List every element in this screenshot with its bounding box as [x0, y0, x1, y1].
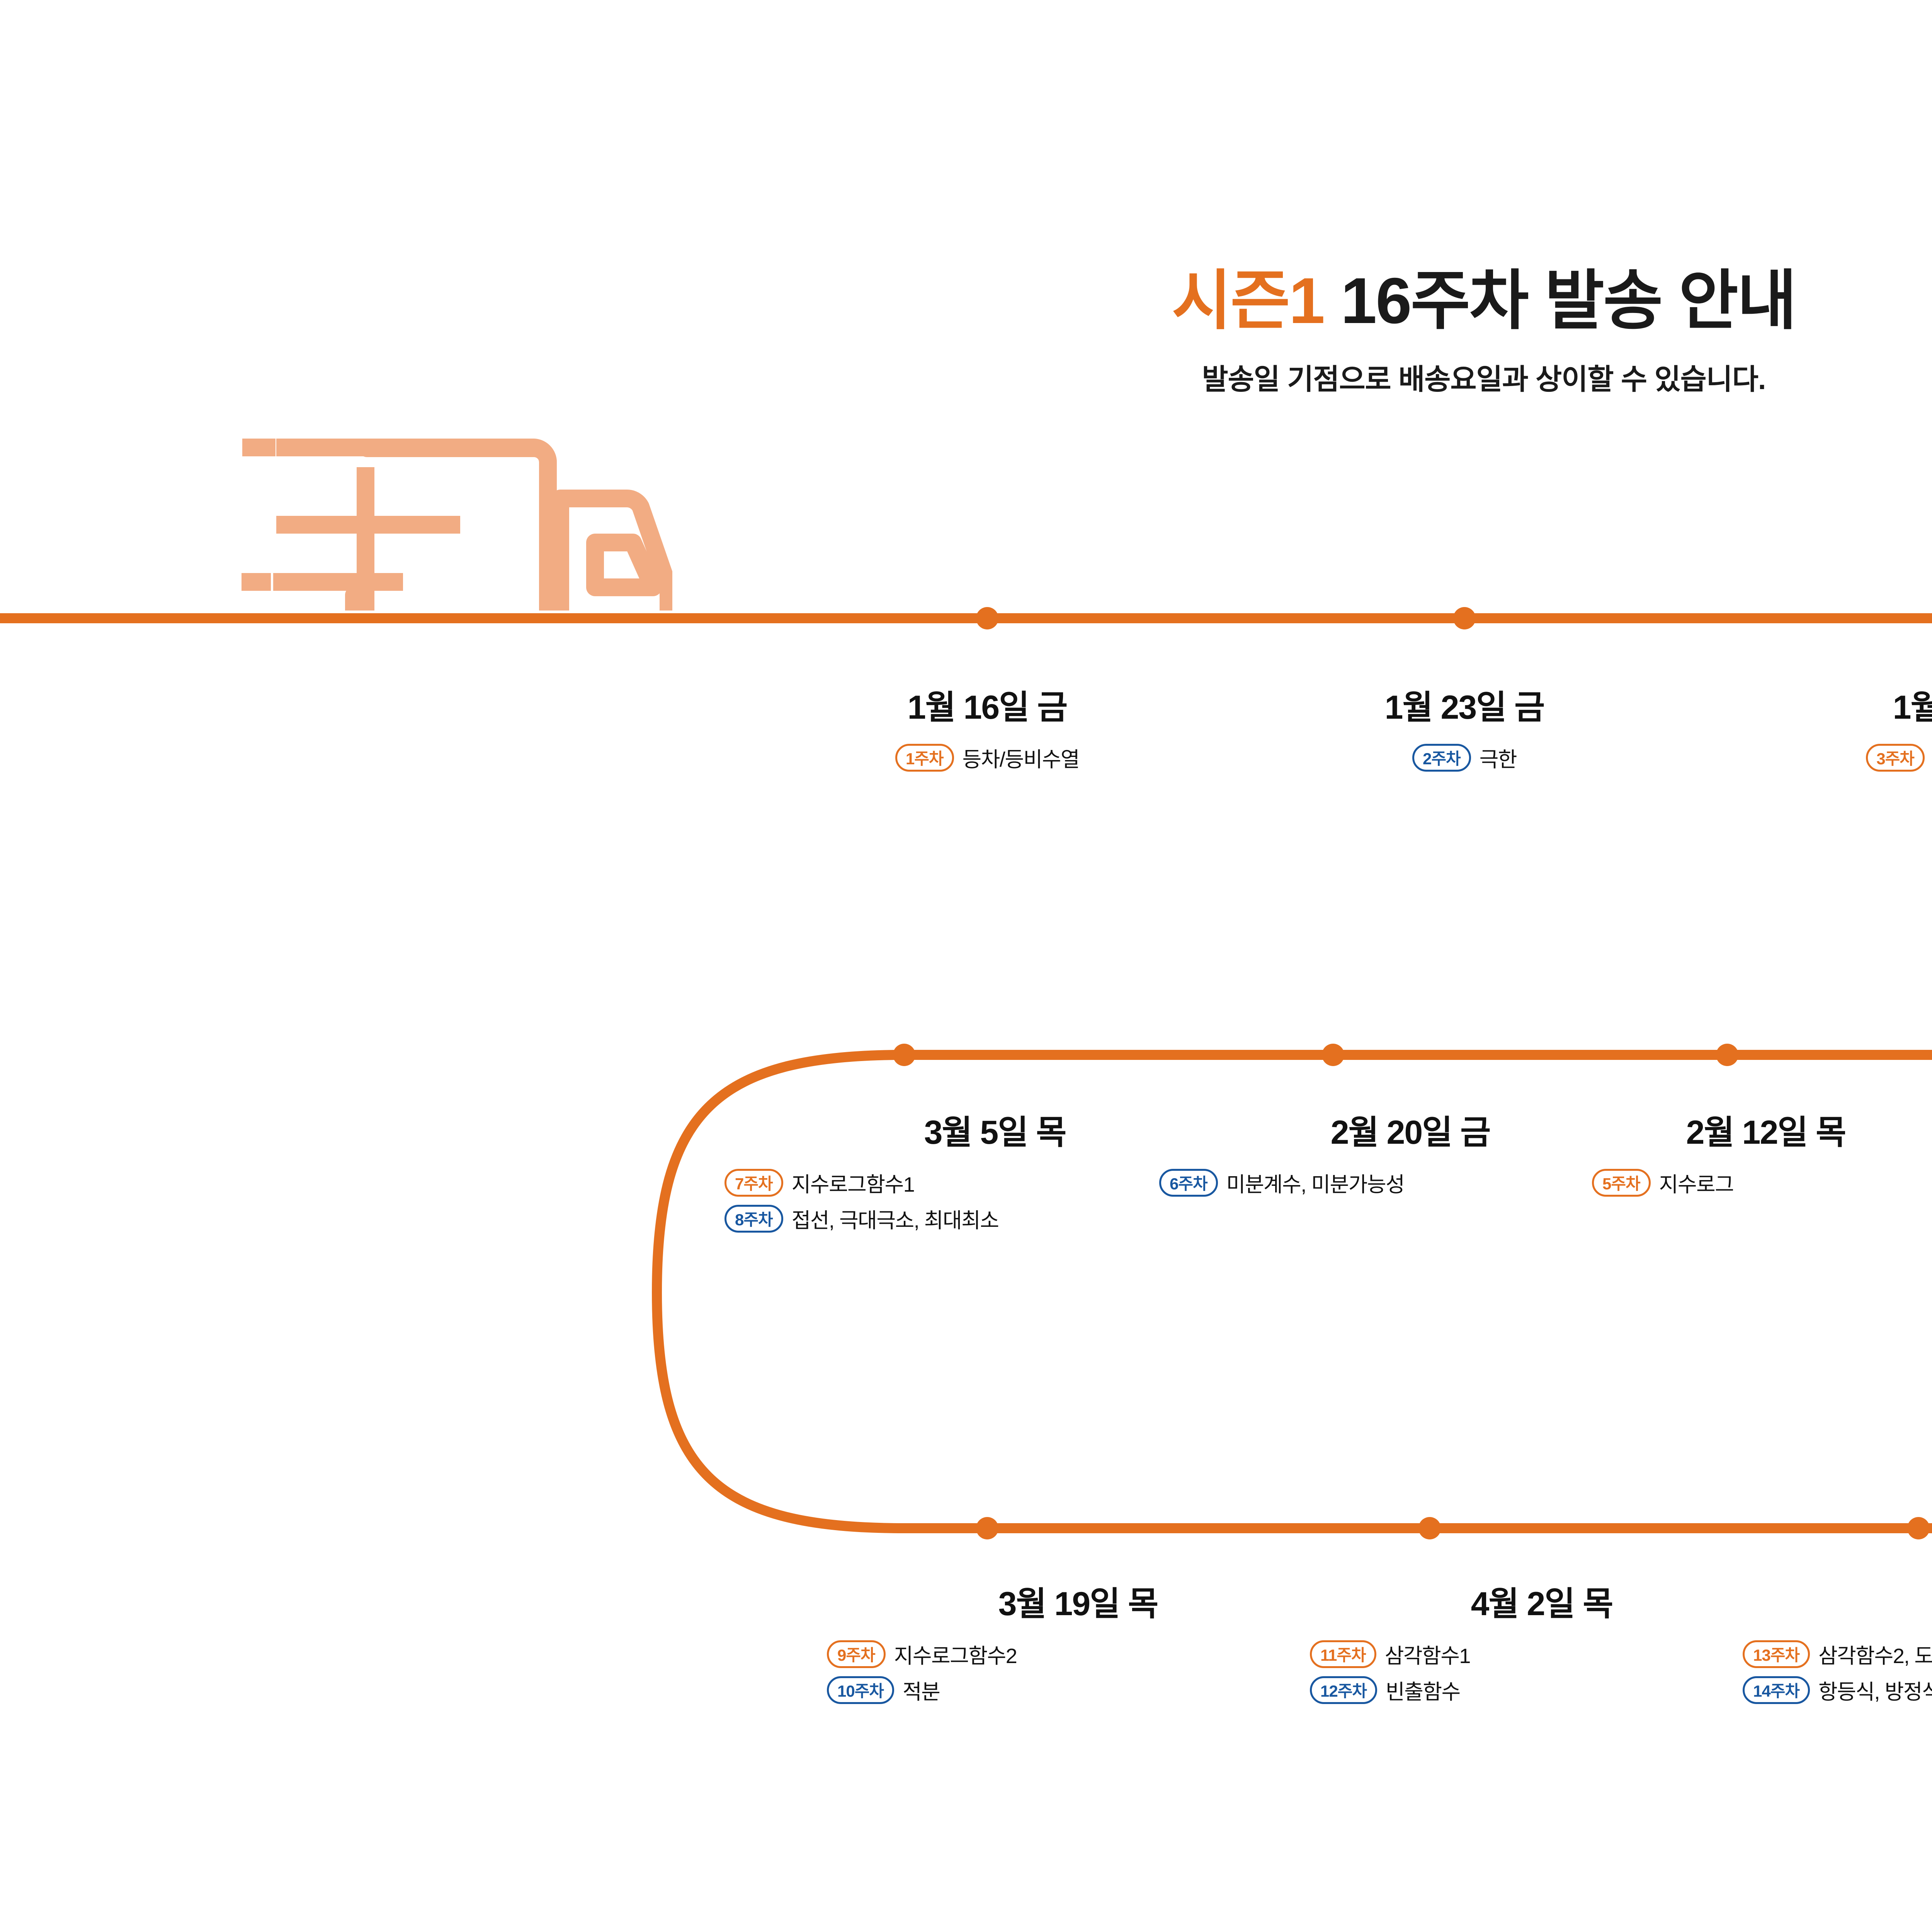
week-badge: 9주차 — [827, 1640, 886, 1668]
timeline-dot — [1322, 1044, 1344, 1066]
stop-item[interactable]: 3주차 점화식, 수열의 합 — [1866, 742, 1932, 773]
week-badge: 7주차 — [724, 1168, 783, 1197]
timeline-dot — [1418, 1517, 1441, 1539]
stop-item[interactable]: 2주차 극한 — [1412, 742, 1517, 773]
page-subtitle: 발송일 기점으로 배송요일과 상이할 수 있습니다. — [1202, 363, 1766, 396]
stop-items: 2주차 극한 — [1175, 742, 1754, 773]
stop-item[interactable]: 1주차 등차/등비수열 — [895, 742, 1080, 773]
stop-items: 6주차 미분계수, 미분가능성 — [1159, 1167, 1662, 1198]
stop-date: 1월 16일 금 — [907, 689, 1068, 726]
timeline-stop[interactable]: 1월 16일 금 1주차 등차/등비수열 — [697, 680, 1277, 773]
week-badge: 14주차 — [1743, 1676, 1810, 1704]
stop-date: 3월 5일 목 — [924, 1114, 1067, 1151]
timeline-stop[interactable]: 3월 19일 목 9주차 지수로그함수2 10주차 적분 — [827, 1577, 1329, 1705]
stop-item[interactable]: 12주차 빈출함수 — [1310, 1675, 1461, 1705]
topic-label: 지수로그함수2 — [894, 1645, 1017, 1668]
stop-items: 7주차 지수로그함수1 8주차 접선, 극대극소, 최대최소 — [724, 1167, 1265, 1234]
topic-label: 항등식, 방정식 — [1818, 1680, 1932, 1704]
stop-date: 1월 29일 목 — [1893, 689, 1932, 726]
week-badge: 11주차 — [1310, 1640, 1376, 1668]
timeline-dot — [1716, 1044, 1738, 1066]
week-badge: 8주차 — [724, 1204, 783, 1233]
timeline-dot — [893, 1044, 915, 1066]
stop-date: 4월 2일 목 — [1471, 1585, 1614, 1622]
stop-date: 4월 16일 목 — [1743, 1577, 1932, 1625]
header: 시즌1 16주차 발송 안내 발송일 기점으로 배송요일과 상이할 수 있습니다… — [0, 267, 1932, 398]
week-badge: 10주차 — [827, 1676, 894, 1704]
page-title-rest: 16주차 발송 안내 — [1324, 264, 1797, 337]
topic-label: 극한 — [1479, 748, 1517, 771]
timeline-stop[interactable]: 2월 12일 목 5주차 지수로그 — [1592, 1105, 1932, 1198]
stop-date: 2월 20일 금 — [1330, 1114, 1491, 1151]
week-badge: 6주차 — [1159, 1168, 1218, 1197]
stop-item[interactable]: 10주차 적분 — [827, 1675, 940, 1705]
topic-label: 삼각함수1 — [1384, 1645, 1471, 1668]
stop-items: 3주차 점화식, 수열의 합 — [1683, 742, 1932, 773]
stop-date: 2월 12일 목 — [1686, 1114, 1847, 1151]
page-title: 시즌1 16주차 발송 안내 — [0, 267, 1932, 335]
timeline-stop[interactable]: 1월 29일 목 3주차 점화식, 수열의 합 — [1683, 680, 1932, 773]
topic-label: 삼각함수2, 도형 입문 — [1818, 1645, 1932, 1668]
stop-date: 3월 19일 목 — [998, 1585, 1159, 1622]
week-badge: 3주차 — [1866, 743, 1925, 772]
stop-item[interactable]: 9주차 지수로그함수2 — [827, 1639, 1017, 1669]
topic-label: 적분 — [903, 1680, 940, 1704]
timeline-dot — [976, 1517, 998, 1539]
week-badge: 1주차 — [895, 743, 954, 772]
timeline-stop[interactable]: 2월 20일 금 6주차 미분계수, 미분가능성 — [1159, 1105, 1662, 1198]
week-badge: 12주차 — [1310, 1676, 1377, 1704]
stop-item[interactable]: 13주차 삼각함수2, 도형 입문 — [1743, 1639, 1932, 1669]
stop-items: 9주차 지수로그함수2 10주차 적분 — [827, 1639, 1329, 1705]
stop-item[interactable]: 11주차 삼각함수1 — [1310, 1639, 1471, 1669]
topic-label: 지수로그함수1 — [791, 1173, 915, 1196]
stop-item[interactable]: 5주차 지수로그 — [1592, 1167, 1734, 1198]
stop-date: 1월 23일 금 — [1384, 689, 1545, 726]
week-badge: 2주차 — [1412, 743, 1471, 772]
topic-label: 빈출함수 — [1386, 1680, 1461, 1704]
page-title-season: 시즌1 — [1172, 264, 1325, 337]
week-badge: 13주차 — [1743, 1640, 1810, 1668]
stop-items: 5주차 지수로그 — [1592, 1167, 1932, 1198]
timeline-stop[interactable]: 1월 23일 금 2주차 극한 — [1175, 680, 1754, 773]
stop-items: 1주차 등차/등비수열 — [697, 742, 1277, 773]
timeline-dot — [976, 607, 998, 629]
week-badge: 5주차 — [1592, 1168, 1651, 1197]
stop-items: 13주차 삼각함수2, 도형 입문 14주차 항등식, 방정식 — [1743, 1639, 1932, 1705]
topic-label: 등차/등비수열 — [962, 748, 1080, 771]
timeline-dot — [1907, 1517, 1930, 1539]
timeline-stop[interactable]: 4월 16일 목 13주차 삼각함수2, 도형 입문 14주차 항등식, 방정식 — [1743, 1577, 1932, 1705]
topic-label: 접선, 극대극소, 최대최소 — [791, 1209, 999, 1232]
stop-item[interactable]: 7주차 지수로그함수1 — [724, 1167, 915, 1198]
timeline-stop[interactable]: 4월 2일 목 11주차 삼각함수1 12주차 빈출함수 — [1310, 1577, 1774, 1705]
topic-label: 지수로그 — [1659, 1173, 1734, 1196]
stop-item[interactable]: 14주차 항등식, 방정식 — [1743, 1675, 1932, 1705]
timeline-dot — [1453, 607, 1476, 629]
topic-label: 미분계수, 미분가능성 — [1226, 1173, 1405, 1196]
delivery-truck-icon — [242, 439, 672, 611]
stop-item[interactable]: 8주차 접선, 극대극소, 최대최소 — [724, 1203, 999, 1234]
stop-item[interactable]: 6주차 미분계수, 미분가능성 — [1159, 1167, 1405, 1198]
stop-items: 11주차 삼각함수1 12주차 빈출함수 — [1310, 1639, 1774, 1705]
timeline-stop[interactable]: 3월 5일 목 7주차 지수로그함수1 8주차 접선, 극대극소, 최대최소 — [724, 1105, 1265, 1234]
